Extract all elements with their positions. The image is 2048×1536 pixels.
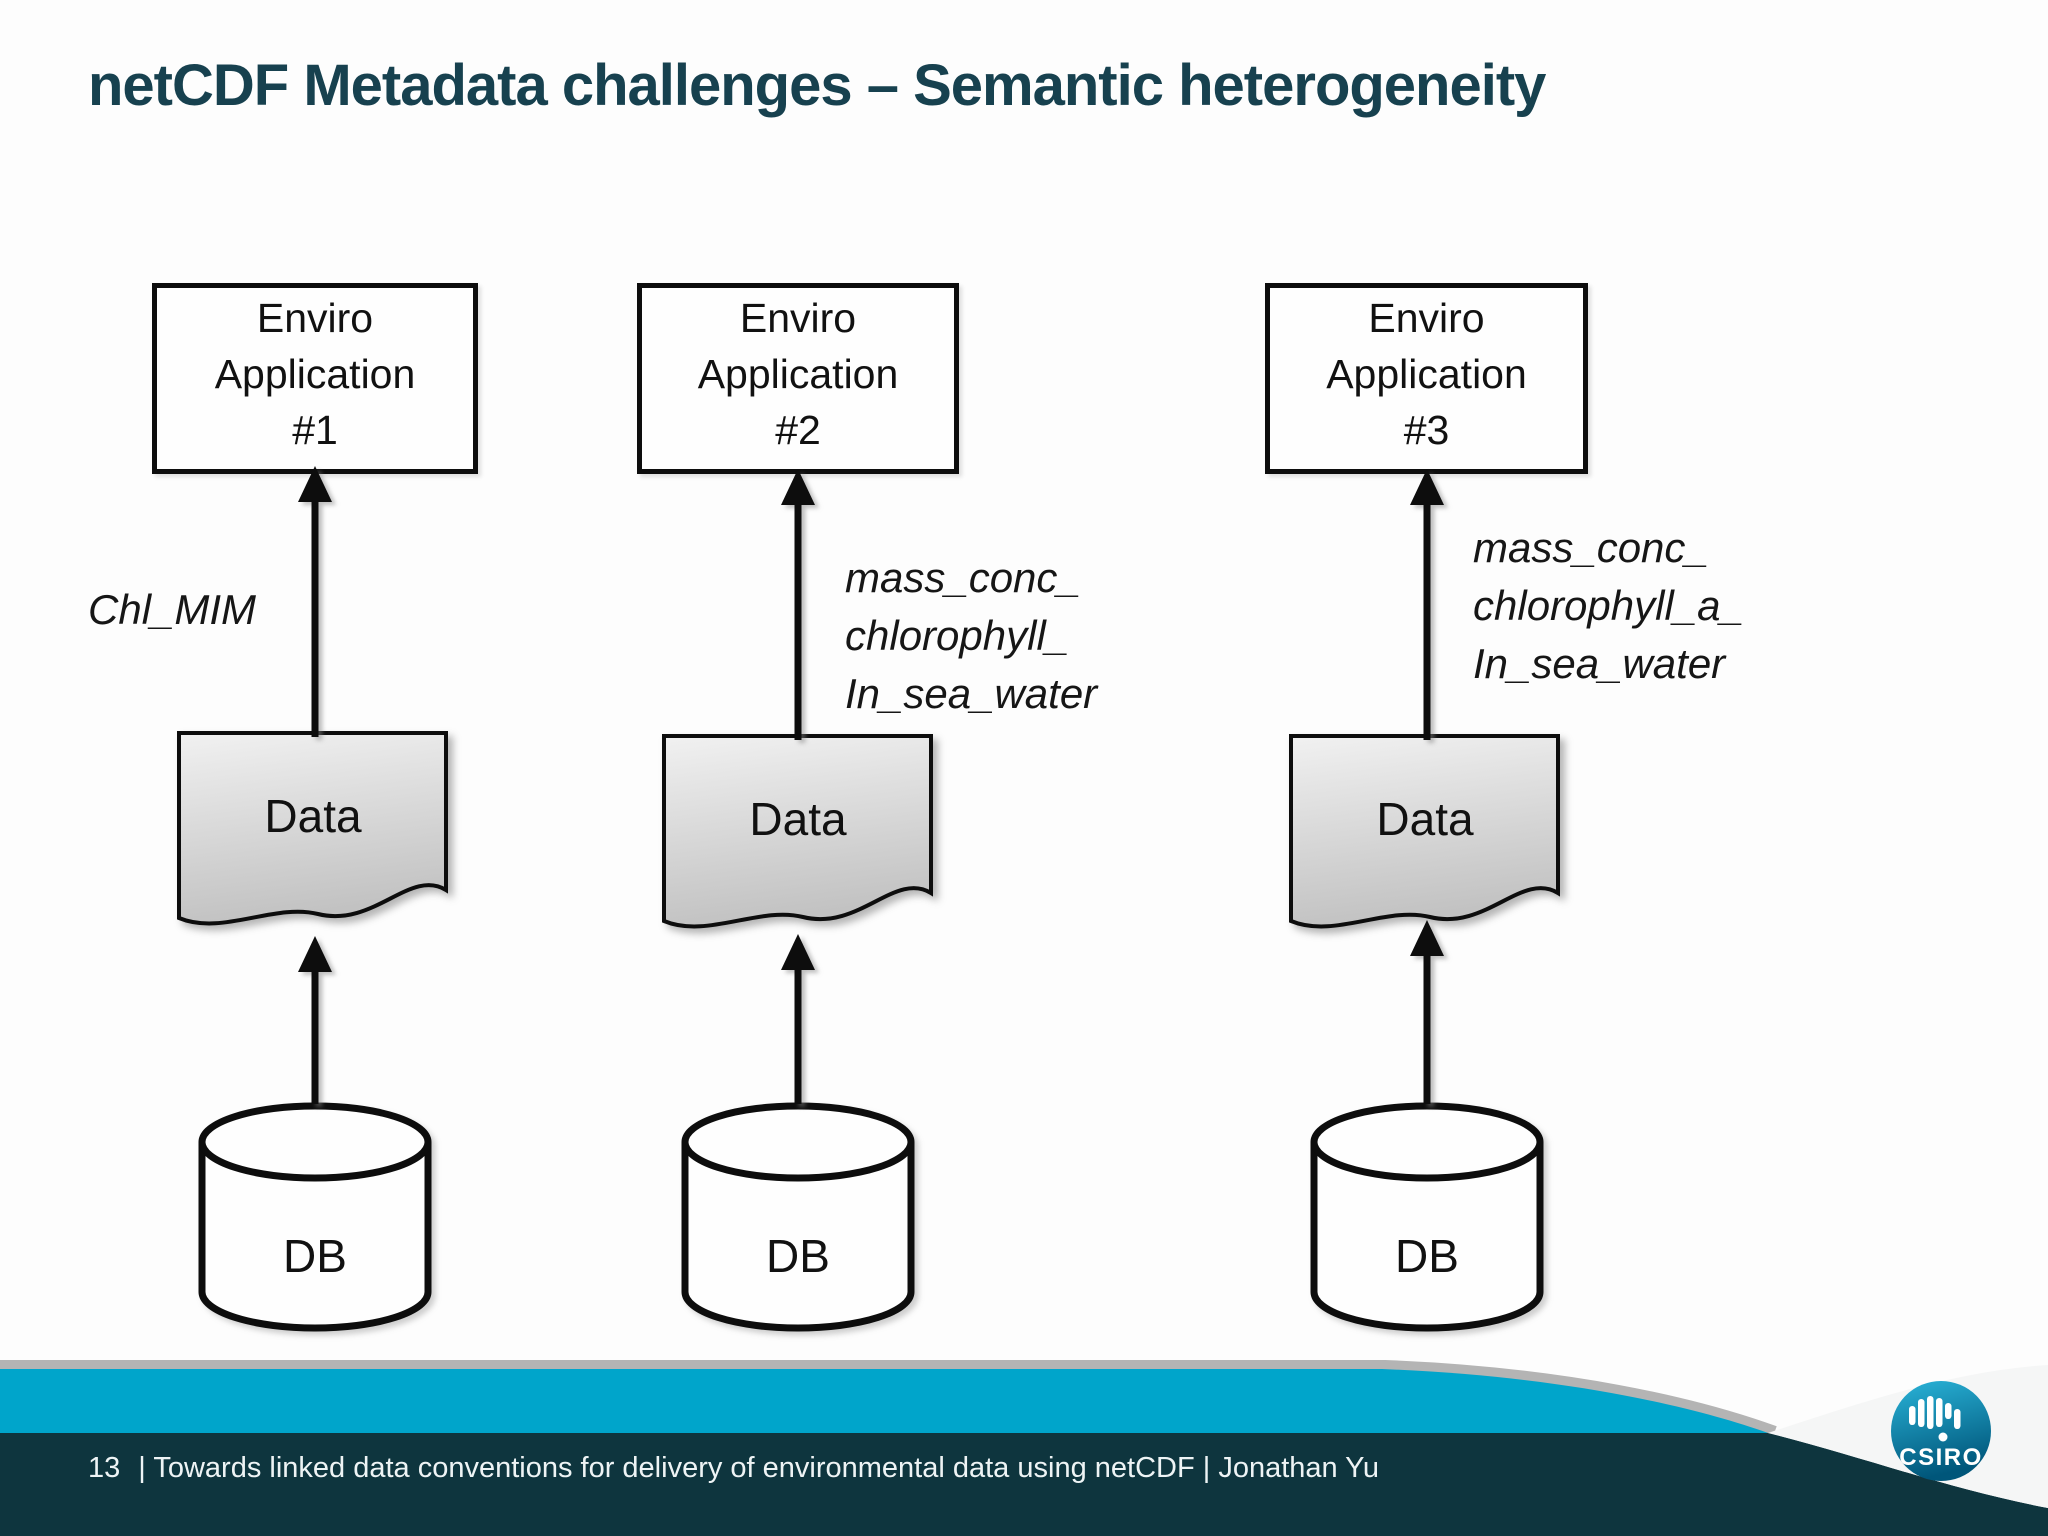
db-cylinder-3: DB [1310, 1102, 1544, 1332]
data-document-shape-2: Data [662, 734, 933, 929]
data-document-shape-3: Data [1289, 734, 1560, 929]
app-box-line: Enviro [739, 295, 857, 341]
data-label: Data [749, 793, 847, 845]
variable-name-line: chlorophyll_ [845, 612, 1070, 659]
db-label: DB [283, 1230, 347, 1282]
variable-name-line: chlorophyll_a_ [1473, 582, 1744, 629]
app-box-line: Enviro [1368, 295, 1485, 341]
app-box-line: #1 [292, 407, 338, 453]
db-cylinder-1: DB [198, 1102, 432, 1332]
app-box-line: #2 [775, 407, 821, 453]
arrow-db-to-data-2 [781, 934, 815, 1104]
arrow-db-to-data-3 [1410, 920, 1444, 1104]
arrow-data-to-app-1 [298, 466, 332, 737]
variable-name-line: mass_conc_ [845, 554, 1081, 601]
data-label: Data [1376, 793, 1474, 845]
csiro-logo-text: CSIRO [1899, 1444, 1983, 1471]
variable-name-label-1: Chl_MIM [88, 581, 256, 639]
variable-name-line: In_sea_water [1473, 640, 1726, 687]
variable-name-label-2: mass_conc_ chlorophyll_ In_sea_water [845, 549, 1097, 723]
footer-caption: | Towards linked data conventions for de… [138, 1452, 1380, 1484]
variable-name-label-3: mass_conc_ chlorophyll_a_ In_sea_water [1473, 519, 1744, 693]
cyan-band [0, 1369, 1768, 1433]
footer-wave: CSIRO [0, 1360, 2048, 1536]
db-cylinder-2: DB [681, 1102, 915, 1332]
arrow-db-to-data-1 [298, 936, 332, 1104]
enviro-application-box-1: Enviro Application #1 [152, 283, 478, 474]
app-box-line: #3 [1403, 407, 1450, 453]
variable-name-line: mass_conc_ [1473, 524, 1709, 571]
variable-name-line: Chl_MIM [88, 586, 257, 633]
data-document-shape-1: Data [177, 731, 448, 926]
arrow-data-to-app-3 [1410, 469, 1444, 740]
app-box-line: Enviro [256, 295, 374, 341]
page-title: netCDF Metadata challenges – Semantic he… [88, 53, 1546, 118]
db-label: DB [1395, 1230, 1459, 1282]
app-box-line: Application [1326, 351, 1527, 397]
csiro-logo-mark-icon [1909, 1396, 1961, 1442]
data-label: Data [264, 790, 362, 842]
page-number: 13 [88, 1452, 121, 1484]
footer: 13 | Towards linked data conventions for… [88, 1452, 1379, 1485]
arrow-data-to-app-2 [781, 469, 815, 740]
app-box-line: Application [697, 351, 899, 397]
app-box-line: Application [214, 351, 416, 397]
csiro-logo: CSIRO [1891, 1381, 1991, 1481]
dark-band [0, 1433, 2048, 1536]
variable-name-line: In_sea_water [845, 670, 1098, 717]
db-label: DB [766, 1230, 830, 1282]
gray-strip [0, 1360, 1777, 1436]
